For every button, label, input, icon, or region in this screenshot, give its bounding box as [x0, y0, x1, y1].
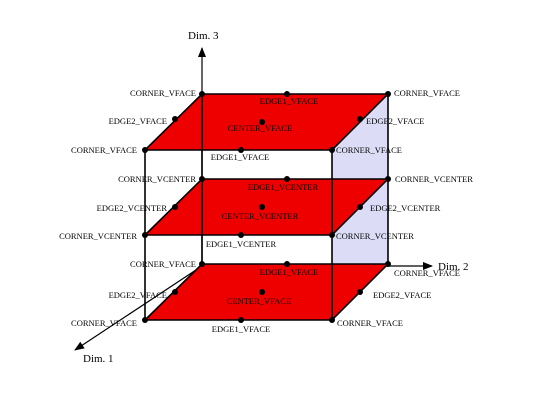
mid-corner-back-right-label: CORNER_VCENTER — [395, 174, 473, 184]
dim1-label: Dim. 1 — [83, 353, 114, 365]
top-corner-front-left-label: CORNER_VFACE — [71, 145, 137, 155]
top-corner-back-right-point — [385, 91, 391, 97]
top-center-point — [259, 119, 265, 125]
top-edge1-back-point — [284, 91, 290, 97]
bot-corner-front-left-point — [142, 317, 148, 323]
bot-edge2-right-label: EDGE2_VFACE — [373, 290, 431, 300]
bot-center-point — [259, 289, 265, 295]
bot-corner-front-left-label: CORNER_VFACE — [71, 318, 137, 328]
bot-corner-back-right-label: CORNER_VFACE — [394, 268, 460, 278]
mid-corner-back-left-point — [199, 176, 205, 182]
top-center-label: CENTER_VFACE — [228, 123, 293, 133]
dim1-axis — [74, 265, 203, 351]
bot-edge2-left-point — [172, 289, 178, 295]
top-edge2-left-label: EDGE2_VFACE — [109, 116, 167, 126]
mid-center-label: CENTER_VCENTER — [222, 211, 299, 221]
top-edge2-right-label: EDGE2_VFACE — [366, 116, 424, 126]
mid-corner-front-right-point — [329, 232, 335, 238]
bottom-face — [145, 264, 388, 320]
mid-corner-back-right-point — [385, 176, 391, 182]
mid-edge1-front-point — [238, 232, 244, 238]
bot-edge1-back-point — [284, 261, 290, 267]
bot-edge2-left-label: EDGE2_VFACE — [109, 290, 167, 300]
bot-edge2-right-point — [357, 289, 363, 295]
bot-edge1-front-point — [238, 317, 244, 323]
mid-edge2-left-point — [172, 204, 178, 210]
mid-edge1-back-label: EDGE1_VCENTER — [248, 182, 319, 192]
bot-edge1-back-label: EDGE1_VFACE — [260, 267, 318, 277]
top-corner-front-right-label: CORNER_VFACE — [336, 145, 402, 155]
mid-edge2-left-label: EDGE2_VCENTER — [97, 203, 168, 213]
mid-corner-back-left-label: CORNER_VCENTER — [118, 174, 196, 184]
mid-corner-front-right-label: CORNER_VCENTER — [336, 231, 414, 241]
mid-corner-front-left-label: CORNER_VCENTER — [59, 231, 137, 241]
middle-slice — [145, 179, 388, 235]
top-corner-back-left-point — [199, 91, 205, 97]
dim3-label: Dim. 3 — [188, 30, 219, 42]
top-corner-front-right-point — [329, 147, 335, 153]
top-face — [145, 94, 388, 150]
top-edge1-front-point — [238, 147, 244, 153]
top-edge2-left-point — [172, 116, 178, 122]
bot-corner-front-right-point — [329, 317, 335, 323]
bot-corner-front-right-label: CORNER_VFACE — [337, 318, 403, 328]
bot-corner-back-left-label: CORNER_VFACE — [130, 259, 196, 269]
top-edge2-right-point — [357, 116, 363, 122]
mid-center-point — [259, 204, 265, 210]
bot-corner-back-right-point — [385, 261, 391, 267]
mid-edge2-right-label: EDGE2_VCENTER — [370, 203, 441, 213]
dim2-label: Dim. 2 — [438, 261, 469, 273]
bot-center-label: CENTER_VFACE — [227, 296, 292, 306]
bot-corner-back-left-point — [199, 261, 205, 267]
mid-corner-front-left-point — [142, 232, 148, 238]
top-corner-front-left-point — [142, 147, 148, 153]
top-edge1-front-label: EDGE1_VFACE — [211, 152, 269, 162]
mid-edge2-right-point — [357, 204, 363, 210]
top-edge1-back-label: EDGE1_VFACE — [260, 96, 318, 106]
bot-edge1-front-label: EDGE1_VFACE — [212, 324, 270, 334]
top-corner-back-left-label: CORNER_VFACE — [130, 88, 196, 98]
mid-edge1-back-point — [284, 176, 290, 182]
top-corner-back-right-label: CORNER_VFACE — [394, 88, 460, 98]
mid-edge1-front-label: EDGE1_VCENTER — [206, 239, 277, 249]
